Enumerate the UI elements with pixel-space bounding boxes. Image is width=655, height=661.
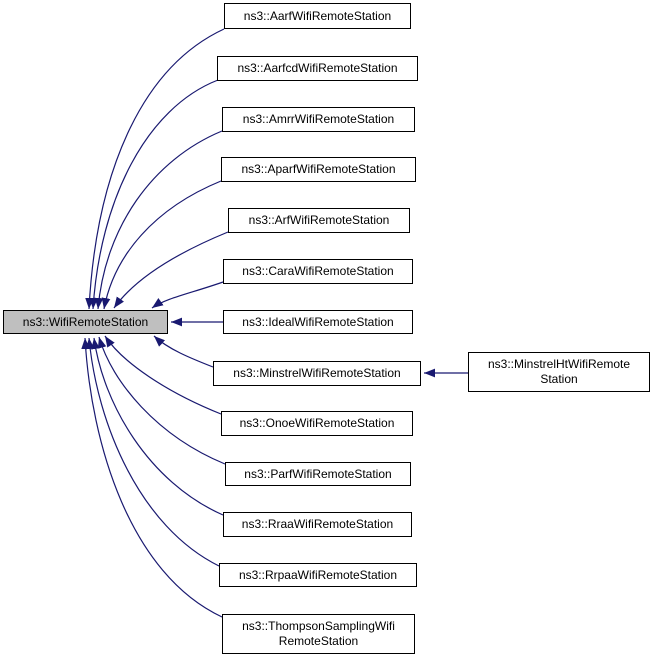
class-node-label: ns3::ParfWifiRemoteStation — [244, 466, 392, 481]
class-node-ideal[interactable]: ns3::IdealWifiRemoteStation — [223, 310, 413, 334]
class-node-label: ns3::AarfWifiRemoteStation — [243, 8, 392, 23]
class-node-wifiremotestation[interactable]: ns3::WifiRemoteStation — [3, 310, 168, 334]
class-node-label: ns3::IdealWifiRemoteStation — [242, 314, 394, 329]
class-node-label: ns3::AparfWifiRemoteStation — [241, 162, 396, 176]
inheritance-edge-minstrel — [153, 335, 214, 368]
class-node-label: ns3::ArfWifiRemoteStation — [248, 213, 390, 227]
class-node-rrpaa[interactable]: ns3::RrpaaWifiRemoteStation — [219, 563, 417, 587]
inheritance-edge-aparf — [101, 180, 222, 310]
class-node-label: ns3::AarfcdWifiRemoteStation — [237, 61, 398, 75]
class-node-cara[interactable]: ns3::CaraWifiRemoteStation — [223, 259, 413, 284]
class-node-aparf[interactable]: ns3::AparfWifiRemoteStation — [221, 157, 416, 182]
inheritance-edge-onoe — [104, 335, 222, 415]
inheritance-edges — [81, 28, 468, 618]
inheritance-edge-amrr — [94, 130, 223, 310]
class-node-minstrel[interactable]: ns3::MinstrelWifiRemoteStation — [213, 361, 421, 386]
class-node-label: ns3::CaraWifiRemoteStation — [242, 264, 394, 278]
inheritance-edge-arf — [113, 231, 229, 309]
class-node-label: ns3::MinstrelHtWifiRemote — [487, 357, 631, 371]
class-node-label: ns3::RrpaaWifiRemoteStation — [238, 567, 398, 582]
class-node-label: RemoteStation — [278, 634, 359, 648]
class-node-label: ns3::AmrrWifiRemoteStation — [242, 112, 395, 126]
class-node-aarfcd[interactable]: ns3::AarfcdWifiRemoteStation — [217, 56, 418, 81]
class-node-label: Station — [540, 372, 578, 386]
inheritance-edge-rrpaa — [85, 337, 220, 567]
class-node-onoe[interactable]: ns3::OnoeWifiRemoteStation — [221, 411, 413, 436]
class-node-rraa[interactable]: ns3::RraaWifiRemoteStation — [223, 512, 412, 537]
class-node-label: ns3::OnoeWifiRemoteStation — [239, 416, 395, 430]
class-node-label: ns3::RraaWifiRemoteStation — [241, 517, 394, 531]
inheritance-edge-parf — [97, 336, 226, 465]
inheritance-edge-cara — [151, 281, 224, 309]
class-node-aarf[interactable]: ns3::AarfWifiRemoteStation — [224, 3, 411, 29]
class-node-parf[interactable]: ns3::ParfWifiRemoteStation — [225, 462, 411, 486]
class-node-arf[interactable]: ns3::ArfWifiRemoteStation — [228, 208, 410, 233]
inheritance-edge-thompson — [81, 337, 223, 618]
class-node-label: ns3::ThompsonSamplingWifi — [242, 619, 395, 633]
inheritance-edge-aarf — [85, 28, 225, 310]
class-node-label: ns3::WifiRemoteStation — [22, 314, 149, 329]
inheritance-edge-aarfcd — [89, 79, 219, 310]
class-node-amrr[interactable]: ns3::AmrrWifiRemoteStation — [222, 107, 415, 132]
class-node-label: ns3::MinstrelWifiRemoteStation — [233, 366, 401, 380]
inheritance-edge-rraa — [91, 337, 224, 516]
